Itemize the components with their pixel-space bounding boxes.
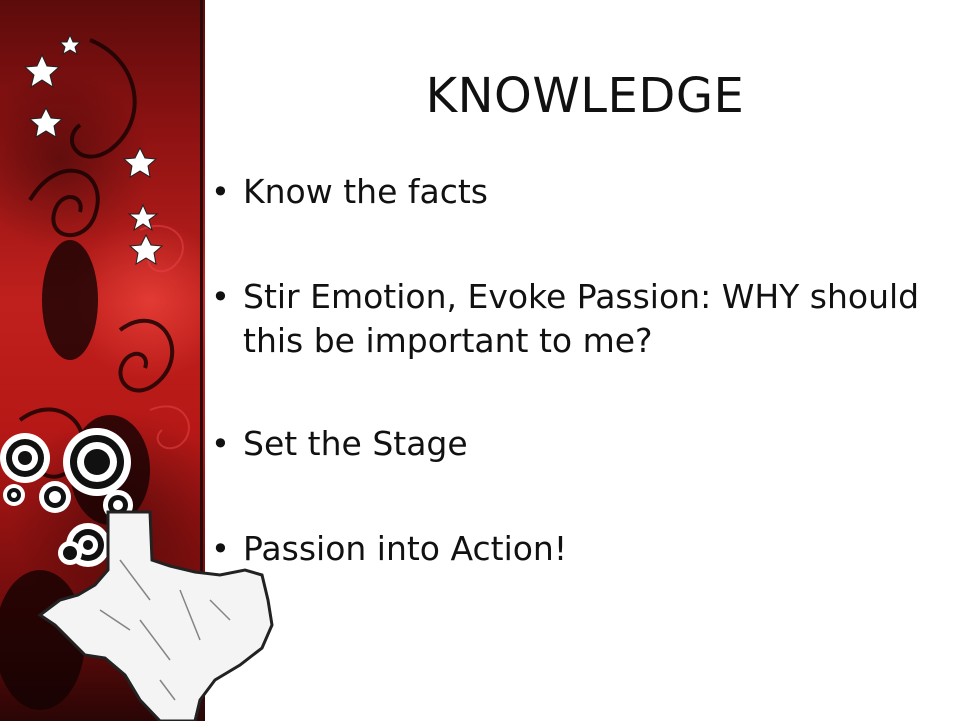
bullet-item: Passion into Action! <box>205 527 567 571</box>
bullet-item: Stir Emotion, Evoke Passion: WHY should … <box>205 275 955 363</box>
star-icon <box>23 33 164 265</box>
bullet-item: Set the Stage <box>205 422 468 466</box>
texas-map-icon <box>37 510 274 721</box>
slide-title: KNOWLEDGE <box>425 68 745 124</box>
panel-divider <box>200 0 203 721</box>
bullet-item: Know the facts <box>205 170 488 214</box>
decorative-artwork <box>0 33 274 721</box>
concentric-circle-icon <box>0 428 133 665</box>
